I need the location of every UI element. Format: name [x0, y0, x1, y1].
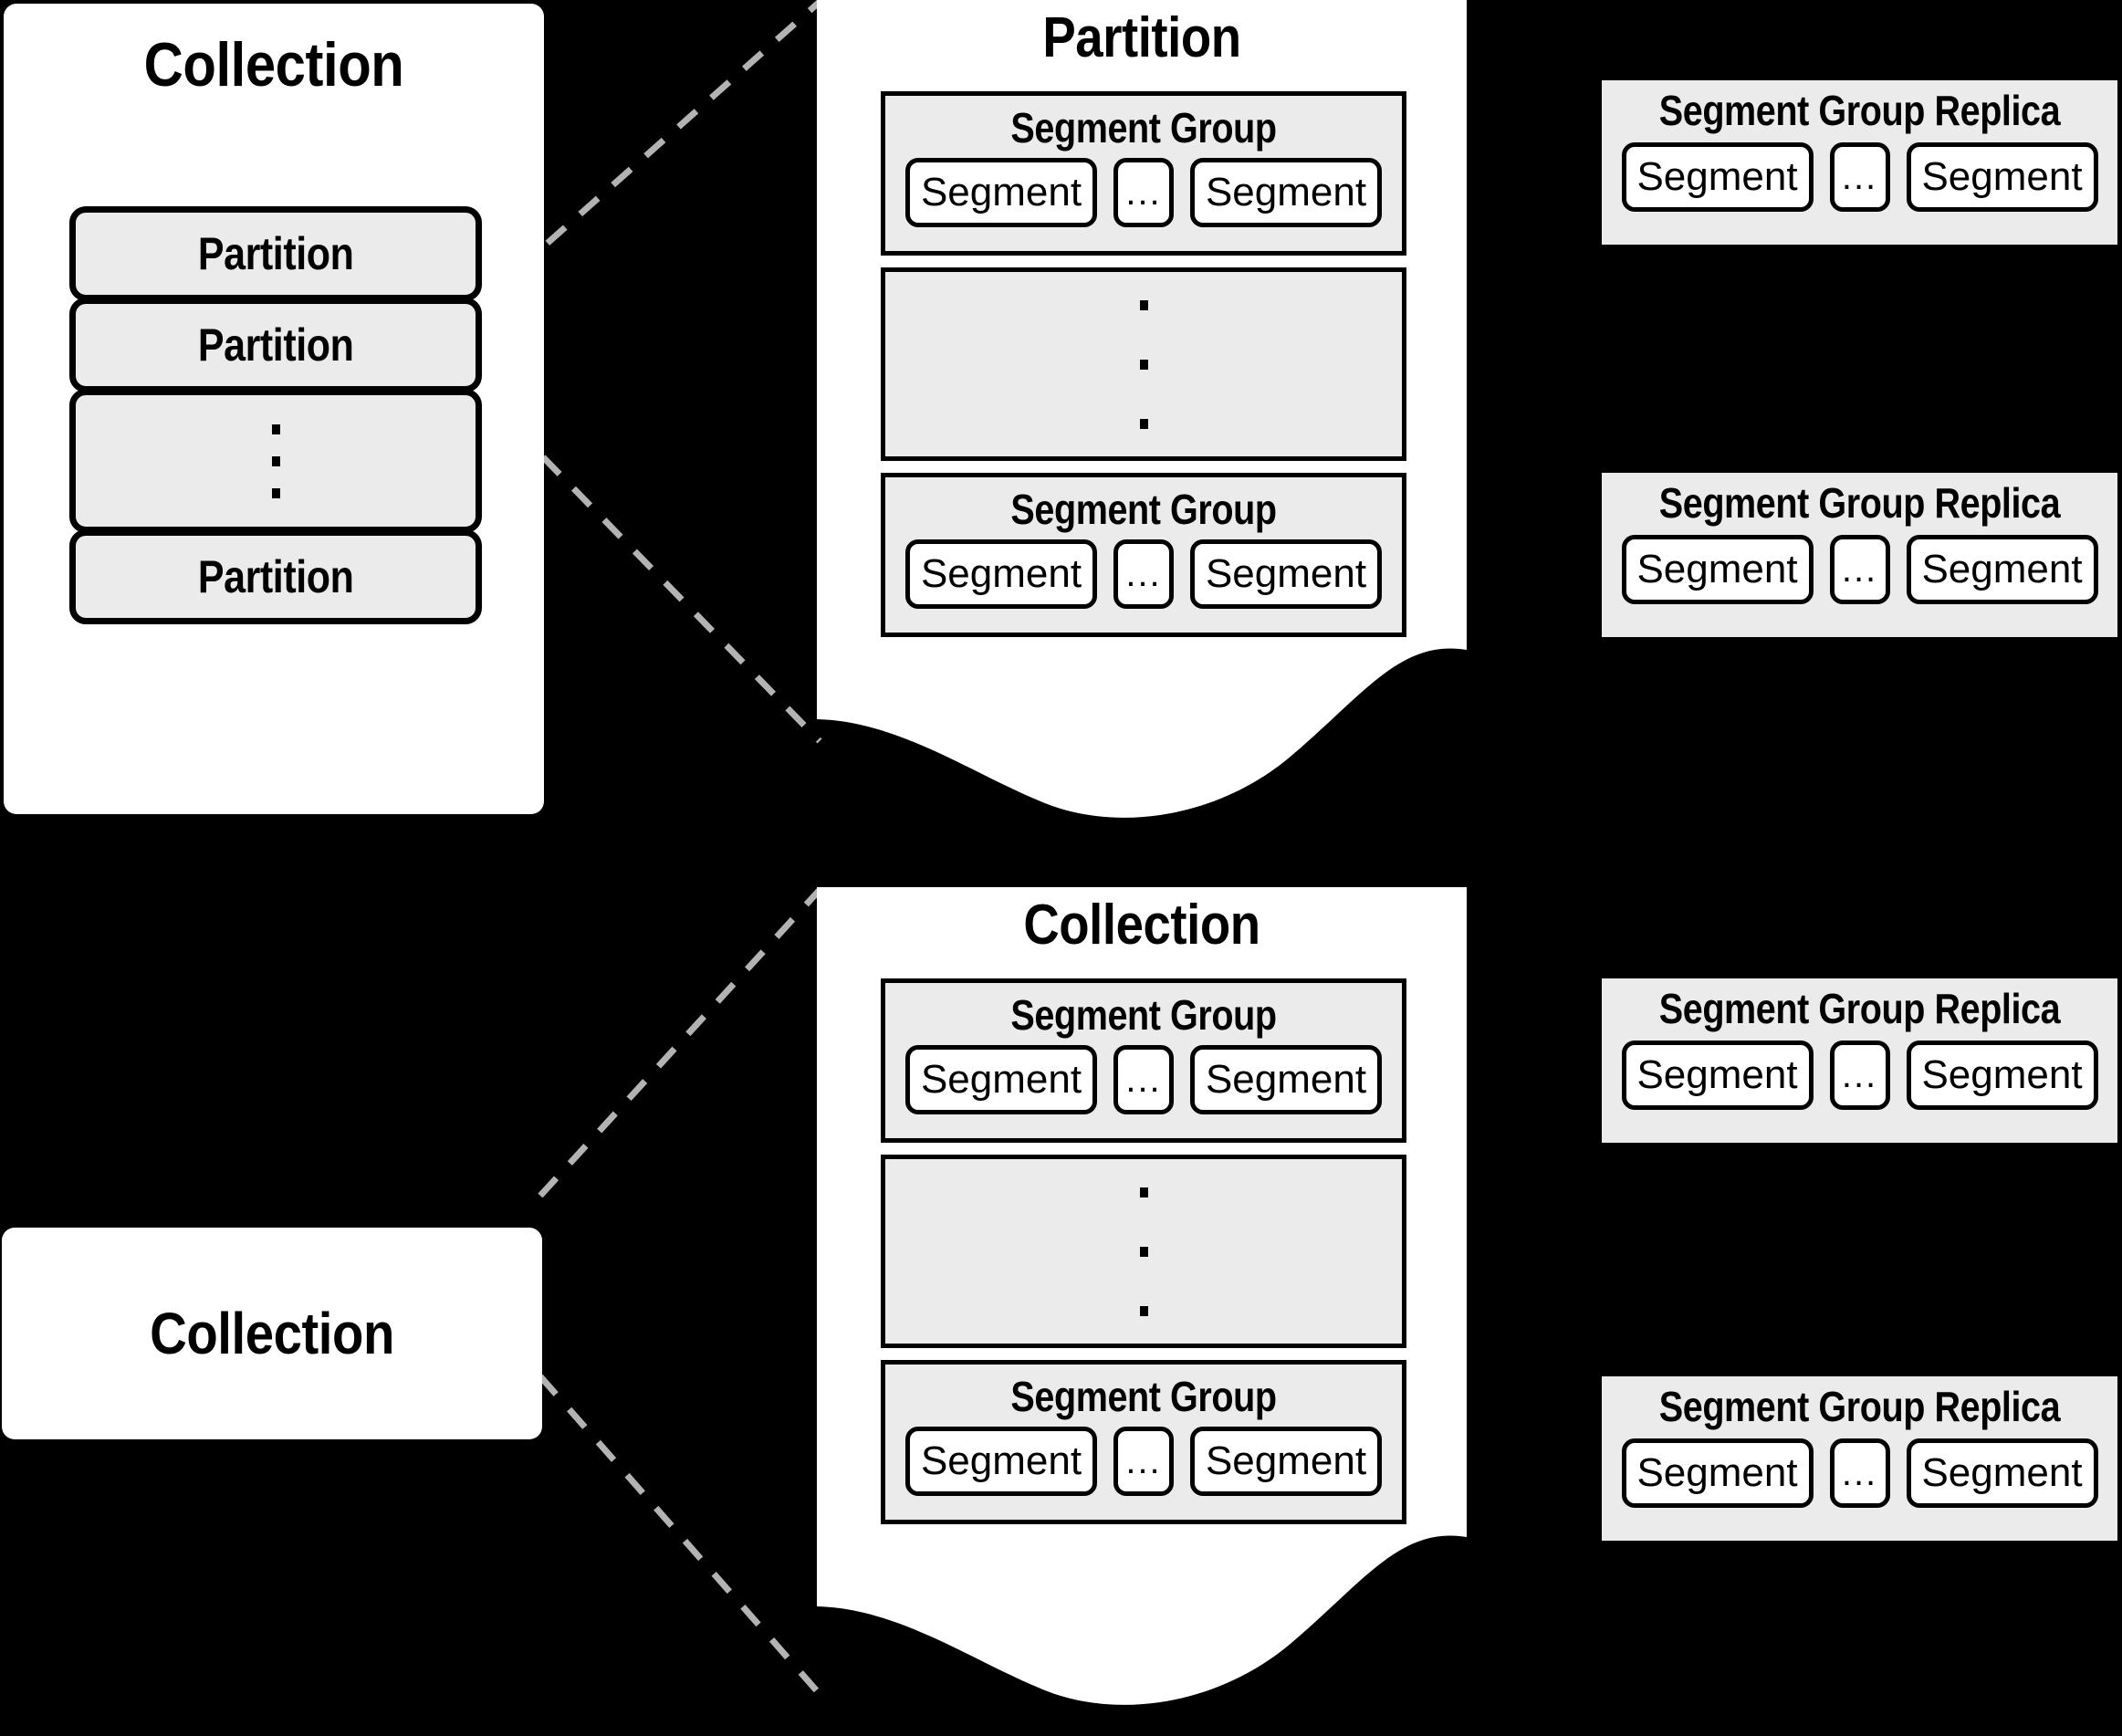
partition-segment-group-replica-1[interactable]: Segment Group Replica Segment ... Segmen… — [1602, 80, 2117, 245]
segment-box[interactable]: Segment — [905, 1427, 1097, 1496]
segment-box[interactable]: Segment — [905, 1045, 1097, 1114]
segment-ellipsis-box: ... — [1829, 1438, 1890, 1508]
bottom-collection-box[interactable]: Collection — [2, 1228, 542, 1439]
segment-box[interactable]: Segment — [1621, 1041, 1814, 1110]
collection-segment-group-replica-2[interactable]: Segment Group Replica Segment ... Segmen… — [1602, 1376, 2117, 1541]
collection-segment-group-ellipsis — [881, 1155, 1406, 1348]
vertical-ellipsis-icon — [76, 395, 476, 527]
segment-row: Segment ... Segment — [1602, 142, 2117, 212]
partition-segment-group-replica-2[interactable]: Segment Group Replica Segment ... Segmen… — [1602, 473, 2117, 637]
partition-panel[interactable]: Partition Segment Group Segment ... Segm… — [817, 0, 1467, 821]
segment-ellipsis-box: ... — [1113, 539, 1174, 609]
vertical-ellipsis-icon — [885, 272, 1402, 456]
segment-group-title: Segment Group — [1010, 104, 1277, 152]
segment-box[interactable]: Segment — [1621, 142, 1814, 212]
left-collection-card[interactable]: Collection Partition Partition Partition — [4, 4, 544, 814]
segment-ellipsis-box: ... — [1829, 1041, 1890, 1110]
collection-panel[interactable]: Collection Segment Group Segment ... Seg… — [817, 887, 1467, 1736]
collection-segment-group-1[interactable]: Segment Group Segment ... Segment — [881, 978, 1406, 1143]
partition-ellipsis — [69, 389, 482, 533]
segment-group-title: Segment Group — [1010, 991, 1277, 1039]
partition-item-n[interactable]: Partition — [69, 529, 482, 624]
segment-box[interactable]: Segment — [1621, 535, 1814, 604]
partition-stack: Partition Partition Partition — [69, 206, 482, 624]
replica-title: Segment Group Replica — [1658, 479, 2061, 527]
partition-label: Partition — [197, 228, 354, 279]
segment-ellipsis-box: ... — [1829, 535, 1890, 604]
partition-panel-title: Partition — [1042, 6, 1241, 69]
segment-box[interactable]: Segment — [1190, 158, 1382, 227]
bottom-collection-title: Collection — [150, 1301, 394, 1366]
collection-segment-group-replica-1[interactable]: Segment Group Replica Segment ... Segmen… — [1602, 978, 2117, 1143]
segment-row: Segment ... Segment — [1602, 535, 2117, 604]
segment-box[interactable]: Segment — [905, 158, 1097, 227]
partition-segment-group-1[interactable]: Segment Group Segment ... Segment — [881, 91, 1406, 256]
segment-row: Segment ... Segment — [1602, 1041, 2117, 1110]
replica-title: Segment Group Replica — [1658, 1383, 2061, 1430]
segment-box[interactable]: Segment — [905, 539, 1097, 609]
segment-box[interactable]: Segment — [1190, 1045, 1382, 1114]
segment-row: Segment ... Segment — [885, 1045, 1402, 1114]
segment-row: Segment ... Segment — [885, 1427, 1402, 1496]
left-collection-title: Collection — [143, 30, 404, 99]
segment-ellipsis-box: ... — [1113, 158, 1174, 227]
partition-label: Partition — [197, 551, 354, 602]
partition-item-1[interactable]: Partition — [69, 206, 482, 301]
partition-segment-group-ellipsis — [881, 267, 1406, 461]
segment-box[interactable]: Segment — [1906, 1438, 2098, 1508]
segment-group-title: Segment Group — [1010, 486, 1277, 533]
collection-panel-title: Collection — [1023, 894, 1260, 957]
segment-ellipsis-box: ... — [1829, 142, 1890, 212]
replica-title: Segment Group Replica — [1658, 87, 2061, 134]
segment-box[interactable]: Segment — [1190, 1427, 1382, 1496]
segment-group-title: Segment Group — [1010, 1373, 1277, 1420]
partition-label: Partition — [197, 319, 354, 371]
segment-row: Segment ... Segment — [1602, 1438, 2117, 1508]
collection-segment-group-n[interactable]: Segment Group Segment ... Segment — [881, 1360, 1406, 1524]
segment-ellipsis-box: ... — [1113, 1045, 1174, 1114]
segment-box[interactable]: Segment — [1190, 539, 1382, 609]
segment-ellipsis-box: ... — [1113, 1427, 1174, 1496]
segment-box[interactable]: Segment — [1906, 1041, 2098, 1110]
segment-box[interactable]: Segment — [1906, 142, 2098, 212]
segment-row: Segment ... Segment — [885, 539, 1402, 609]
partition-item-2[interactable]: Partition — [69, 298, 482, 392]
vertical-ellipsis-icon — [885, 1159, 1402, 1344]
segment-row: Segment ... Segment — [885, 158, 1402, 227]
replica-title: Segment Group Replica — [1658, 985, 2061, 1032]
segment-box[interactable]: Segment — [1906, 535, 2098, 604]
segment-box[interactable]: Segment — [1621, 1438, 1814, 1508]
partition-segment-group-n[interactable]: Segment Group Segment ... Segment — [881, 473, 1406, 637]
